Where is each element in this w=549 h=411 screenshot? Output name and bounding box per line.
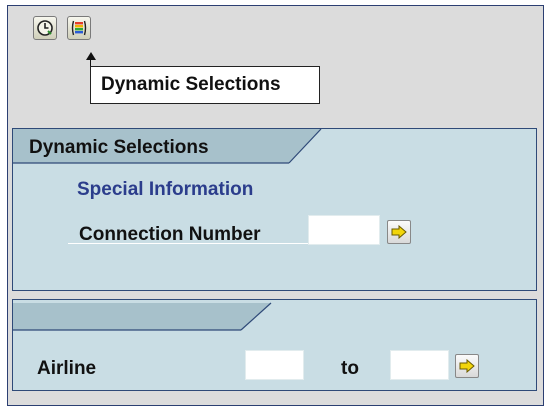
dynamic-selections-icon [71, 20, 87, 36]
group-header-tab [13, 129, 322, 164]
tooltip: Dynamic Selections [90, 66, 320, 104]
label-underline [68, 243, 313, 244]
airline-from-input[interactable] [245, 350, 304, 380]
multiple-selection-button[interactable] [387, 220, 411, 244]
execute-button[interactable] [33, 16, 57, 40]
section-title: Special Information [77, 179, 254, 200]
range-group: Airline to [12, 299, 537, 391]
to-label: to [341, 358, 359, 379]
arrow-right-icon [391, 225, 407, 239]
group-title: Dynamic Selections [29, 137, 209, 158]
connection-number-input[interactable] [308, 215, 380, 245]
multiple-selection-button[interactable] [455, 354, 479, 378]
airline-label: Airline [37, 358, 97, 379]
group-header-tab [13, 302, 272, 331]
tooltip-pointer-arrow [86, 52, 96, 60]
arrow-right-icon [459, 359, 475, 373]
dynamic-selections-group: Dynamic Selections Special Information C… [12, 128, 537, 291]
airline-to-input[interactable] [390, 350, 449, 380]
connection-number-label: Connection Number [79, 224, 261, 245]
execute-clock-icon [37, 20, 53, 36]
dynamic-selections-button[interactable] [67, 16, 91, 40]
